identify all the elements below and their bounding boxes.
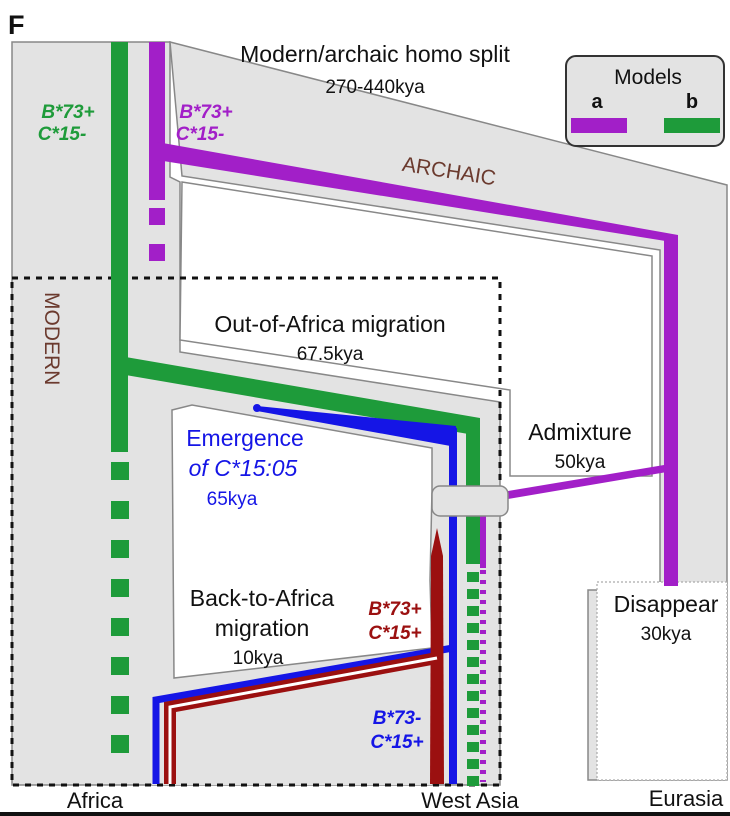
disappear-date: 30kya (641, 624, 692, 645)
green-west-asia-dash (467, 589, 479, 599)
admixture-node (431, 485, 509, 517)
green-west-asia-dash (467, 674, 479, 684)
blue-genotype-1: B*73- (373, 708, 422, 729)
region-africa: Africa (67, 788, 124, 813)
admixture-date: 50kya (555, 452, 606, 473)
green-africa-dash (111, 501, 129, 519)
green-africa-dash (111, 579, 129, 597)
ooa-date: 67.5kya (297, 344, 364, 365)
ooa-white-gap (179, 181, 653, 477)
split-title: Modern/archaic homo split (240, 41, 510, 67)
green-genotype-1: B*73+ (41, 102, 94, 123)
green-west-asia-dash (467, 759, 479, 769)
bottom-border (0, 812, 730, 816)
back-to-africa-line-2: migration (215, 615, 310, 641)
legend-b-swatch (664, 118, 720, 133)
legend-a-label: a (591, 91, 603, 113)
green-west-asia-dashes (467, 572, 479, 786)
green-west-asia-dash (467, 657, 479, 667)
models-legend: Models a b (565, 55, 725, 147)
purple-trunk-segment (149, 42, 165, 200)
red-back-migration-inner (168, 656, 438, 784)
green-west-asia-dash (467, 623, 479, 633)
red-emergence-spike (430, 528, 444, 784)
eurasia-end-box (596, 581, 728, 781)
emergence-line-2: of C*15:05 (189, 455, 298, 481)
purple-genotype-1: B*73+ (179, 102, 232, 123)
blue-genotype-2: C*15+ (370, 732, 423, 753)
panel-letter: F (8, 10, 25, 40)
green-africa-dash (111, 462, 129, 480)
disappear-label: Disappear (614, 591, 719, 617)
blue-lineage (152, 404, 457, 784)
back-to-africa-line-1: Back-to-Africa (190, 585, 335, 611)
back-to-africa-date: 10kya (233, 648, 284, 669)
green-west-asia-dash (467, 742, 479, 752)
emergence-line-1: Emergence (186, 425, 304, 451)
red-lineage (164, 528, 444, 784)
legend-a-swatch (571, 118, 627, 133)
green-west-asia-dash (467, 691, 479, 701)
region-west-asia: West Asia (421, 788, 519, 813)
green-west-asia-dash (467, 606, 479, 616)
split-date: 270-440kya (325, 77, 425, 98)
green-africa-dash (111, 657, 129, 675)
green-africa-dash (111, 618, 129, 636)
green-west-asia-dash (467, 640, 479, 650)
emergence-date: 65kya (207, 489, 258, 510)
green-trunk (111, 42, 128, 452)
region-eurasia: Eurasia (649, 786, 724, 811)
ooa-title: Out-of-Africa migration (214, 311, 445, 337)
green-west-asia-dash (467, 776, 479, 786)
green-africa-dashes (111, 462, 129, 753)
modern-region-border (10, 276, 502, 787)
africa-west-asia-corridor (152, 652, 432, 785)
green-west-asia-dash (467, 725, 479, 735)
green-out-of-africa-branch (120, 356, 480, 436)
purple-trunk-dash (149, 208, 165, 225)
blue-back-migration-line (152, 644, 454, 784)
purple-trunk-dash (149, 244, 165, 261)
green-africa-dash (111, 540, 129, 558)
legend-b-label: b (686, 91, 698, 113)
blue-west-asia-line (449, 428, 457, 784)
purple-west-asia-line (480, 498, 486, 568)
model-a-lineage (149, 42, 678, 782)
green-genotype-2: C*15- (38, 124, 87, 145)
purple-genotype-2: C*15- (176, 124, 225, 145)
purple-admixture-line (502, 465, 667, 500)
green-west-asia-dash (467, 572, 479, 582)
green-africa-dash (111, 735, 129, 753)
admixture-label: Admixture (528, 419, 632, 445)
green-africa-dash (111, 696, 129, 714)
purple-eurasia-line (664, 236, 678, 586)
blue-emergence-wedge (257, 406, 456, 447)
modern-label: MODERN (40, 292, 63, 385)
back-migration-white-region (171, 404, 433, 679)
purple-archaic-branch (157, 142, 678, 243)
green-west-asia-dash (467, 708, 479, 718)
legend-title: Models (614, 66, 682, 89)
red-genotype-2: C*15+ (368, 623, 421, 644)
red-genotype-1: B*73+ (368, 599, 421, 620)
